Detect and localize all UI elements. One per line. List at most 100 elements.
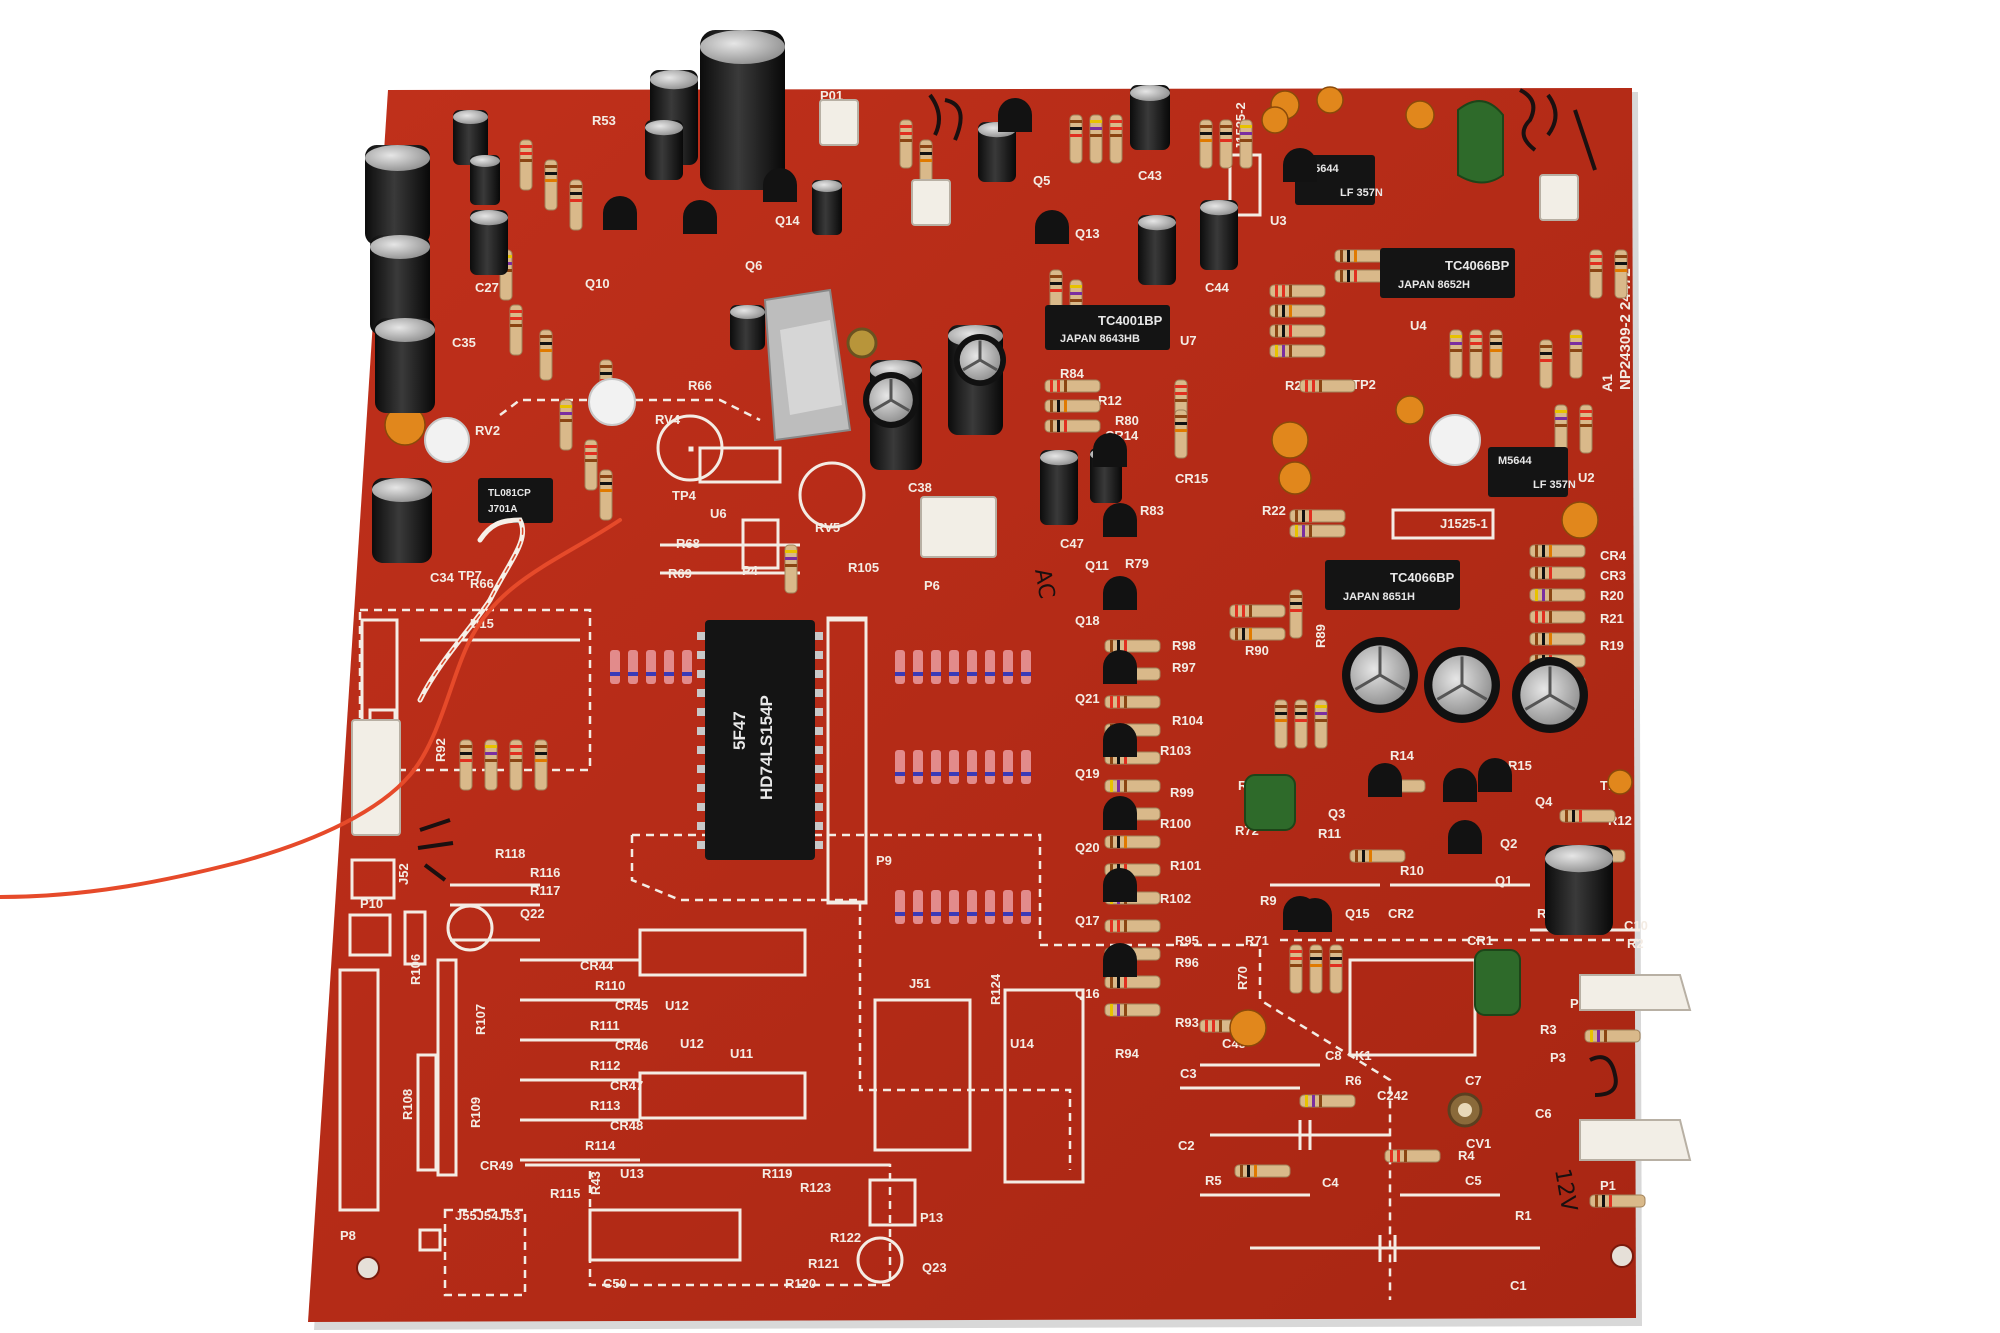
silk-label: CR47	[610, 1078, 643, 1093]
resistor-band	[1110, 120, 1122, 123]
resistor-band	[510, 324, 522, 327]
resistor-band	[1450, 335, 1462, 338]
resistor-band	[1282, 305, 1285, 317]
resistor-band	[1565, 810, 1568, 822]
silk-label: R98	[1172, 638, 1196, 653]
resistor	[1529, 544, 1586, 558]
silk-label: CR3	[1600, 568, 1626, 583]
silk-label: R99	[1170, 785, 1194, 800]
diode-band	[985, 672, 995, 676]
diode	[949, 890, 959, 924]
resistor	[1044, 379, 1101, 393]
diode	[913, 890, 923, 924]
diode-band	[628, 672, 638, 676]
marker-ink: AC 12V	[417, 88, 1618, 1213]
resistor-band	[570, 185, 582, 188]
resistor-band	[485, 759, 497, 762]
mount-hole	[356, 1256, 380, 1280]
resistor-band	[1249, 628, 1252, 640]
electrolytic-cap	[1040, 450, 1078, 525]
resistor-band	[600, 482, 612, 485]
silk-label: U13	[620, 1166, 644, 1181]
silk-label: R94	[1115, 1046, 1140, 1061]
resistor-band	[1050, 400, 1053, 412]
resistor-band	[1275, 719, 1287, 722]
silk-label: R110	[595, 978, 625, 993]
diode-band	[1003, 772, 1013, 776]
resistor-band	[1070, 120, 1082, 123]
cap-top	[645, 120, 683, 136]
silk-designators: U12 U11 U12 U13 U14 U15 U6 U7 U4 U3 U2 J…	[340, 88, 1648, 1293]
mount-hole	[1610, 1244, 1634, 1268]
resistor-band	[1549, 589, 1552, 601]
silk-label: R19	[1600, 638, 1624, 653]
silk-label: R108	[400, 1089, 415, 1120]
resistor-band	[540, 342, 552, 345]
cap-top	[812, 180, 842, 192]
silk-label: P9	[876, 853, 892, 868]
cap-top	[470, 210, 508, 226]
resistor-band	[1110, 836, 1113, 848]
resistor-band	[1070, 134, 1082, 137]
resistor-band	[1450, 349, 1462, 352]
resistor-band	[1057, 400, 1060, 412]
resistor-band	[1290, 957, 1302, 960]
ceramic-cap	[1271, 421, 1309, 459]
resistor-band	[1542, 567, 1545, 579]
silk-label: TP7	[458, 568, 482, 583]
ceramic-cap	[1405, 100, 1435, 130]
silk-label: R104	[1172, 713, 1204, 728]
resistor-band	[1212, 1020, 1215, 1032]
resistor-band	[535, 752, 547, 755]
silk-label: R12	[1098, 393, 1122, 408]
silk-label: CR2	[1388, 906, 1414, 921]
resistor-band	[1542, 633, 1545, 645]
resistor-band	[560, 405, 572, 408]
diode	[610, 650, 620, 684]
diode-band	[949, 772, 959, 776]
silk-label: R106	[408, 954, 423, 985]
cap-vent	[1524, 666, 1576, 711]
silk-label: CR49	[480, 1158, 513, 1173]
transistor	[1103, 723, 1137, 757]
silk-label: Q13	[1075, 226, 1100, 241]
silk-label: R113	[590, 1098, 620, 1113]
resistor-band	[1580, 410, 1592, 413]
silk-label: R9	[1260, 893, 1277, 908]
transistor	[1035, 210, 1069, 244]
silk-label: R83	[1140, 503, 1164, 518]
resistor-band	[1302, 525, 1305, 537]
resistor	[1104, 1003, 1161, 1017]
cap-top	[372, 478, 432, 502]
silk-label: R79	[1125, 556, 1149, 571]
resistor-band	[1124, 836, 1127, 848]
resistor-band	[1050, 420, 1053, 432]
silk-label: Q19	[1075, 766, 1100, 781]
resistor-band	[1124, 780, 1127, 792]
transistor	[1103, 503, 1137, 537]
svg-text:TC4066BP: TC4066BP	[1390, 570, 1455, 585]
silk-label: R101	[1170, 858, 1201, 873]
resistor-band	[1110, 127, 1122, 130]
resistor-band	[1330, 964, 1342, 967]
silk-label: R90	[1245, 643, 1269, 658]
silk-label: Q17	[1075, 913, 1100, 928]
silk-label: R124	[988, 973, 1003, 1005]
ic-pin	[815, 765, 823, 773]
silk-label: R105	[848, 560, 879, 575]
electrolytic-cap	[1138, 215, 1176, 285]
trimmers	[424, 378, 1483, 1128]
resistor-band	[1609, 1195, 1612, 1207]
diode-band	[895, 672, 905, 676]
silk-label: P13	[920, 1210, 943, 1225]
resistor-band	[585, 459, 597, 462]
resistor	[1529, 588, 1586, 602]
silk-label: C4	[1322, 1175, 1339, 1190]
resistor	[1299, 379, 1356, 393]
resistor-band	[1240, 1165, 1243, 1177]
resistor-band	[1110, 864, 1113, 876]
resistor-band	[1595, 1195, 1598, 1207]
resistor-band	[1305, 380, 1308, 392]
ic-tc4066bp-mid	[1325, 560, 1460, 610]
ic-pin	[815, 670, 823, 678]
